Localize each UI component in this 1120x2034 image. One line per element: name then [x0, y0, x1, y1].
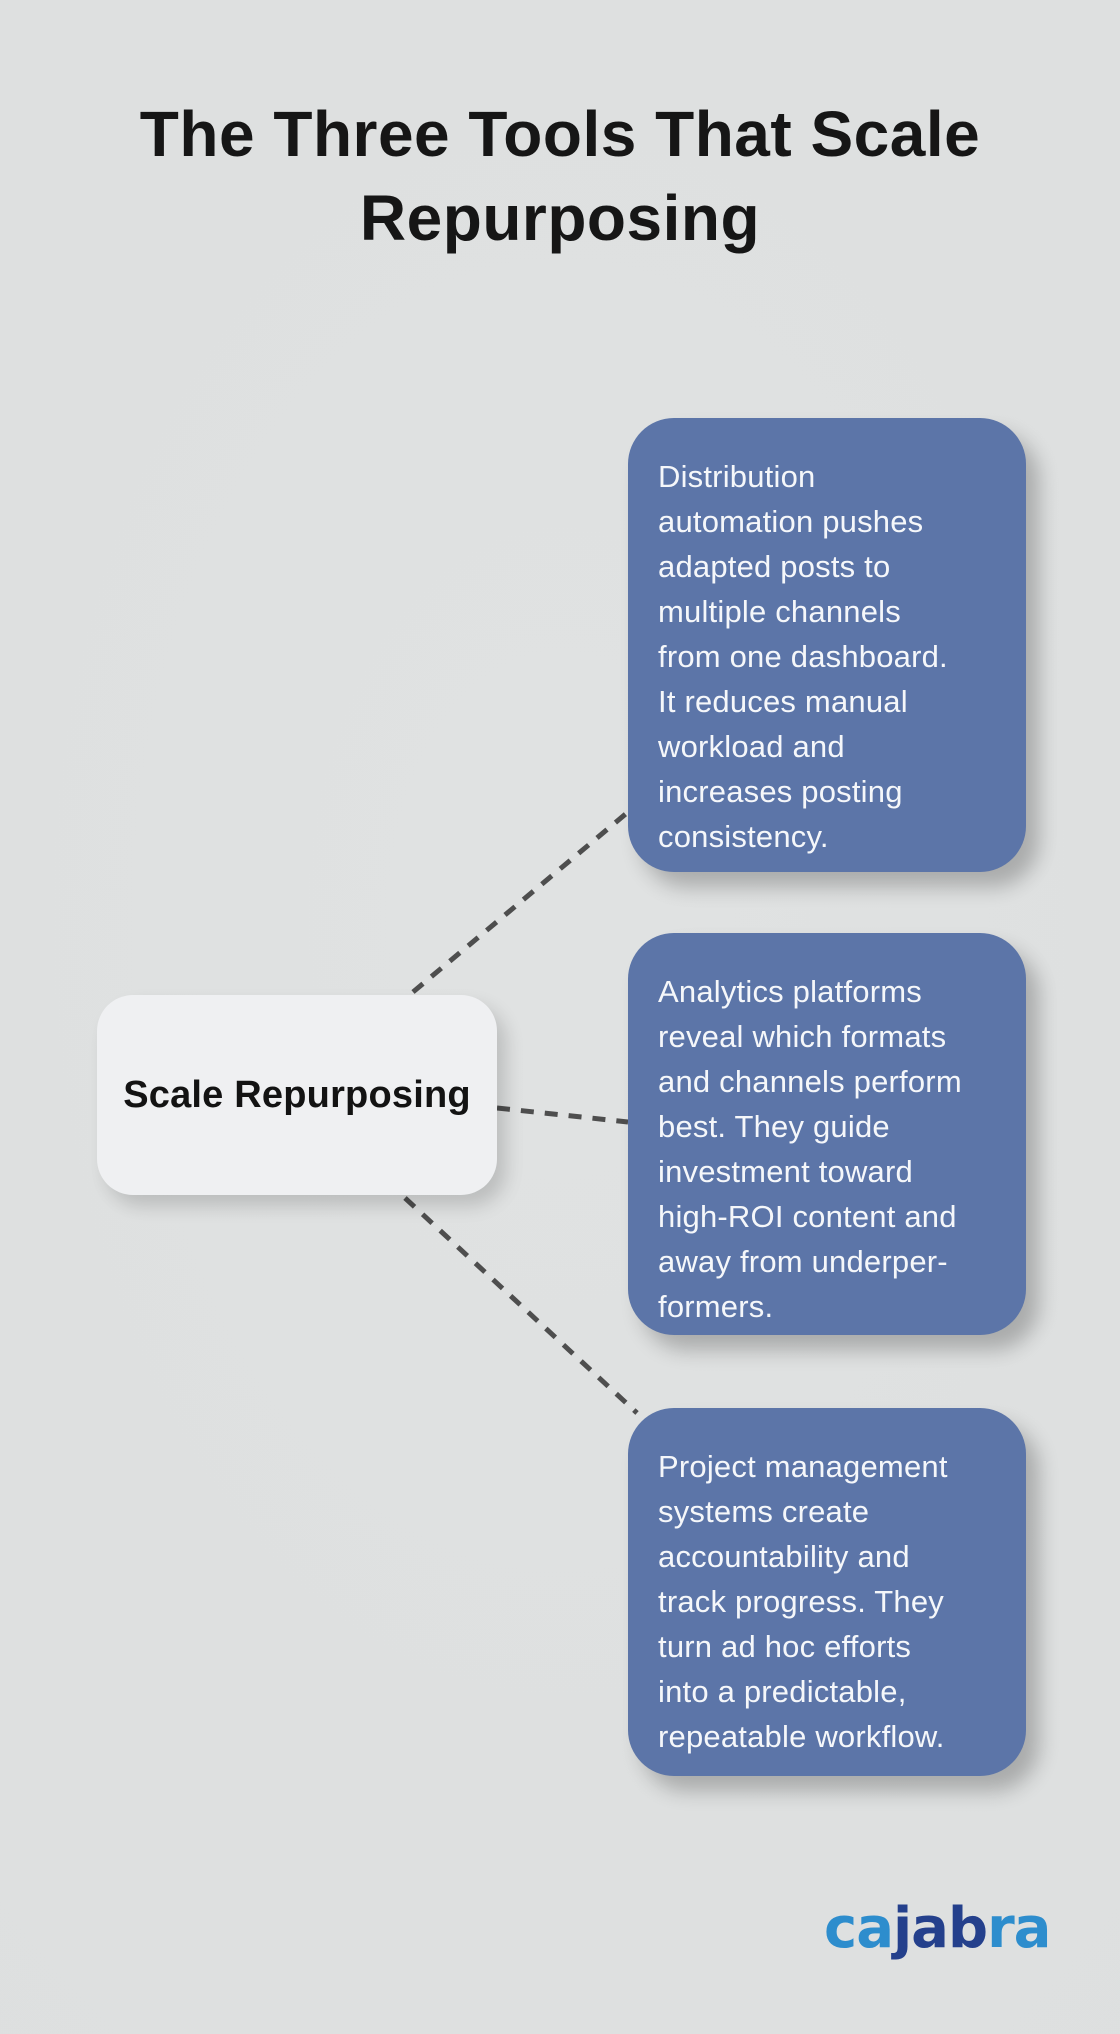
central-node: Scale Repurposing: [97, 995, 497, 1195]
connector-line-top: [411, 810, 630, 994]
logo-segment-ca: ca: [824, 1896, 894, 1961]
tool-box-project-management: Project management systems create accoun…: [628, 1408, 1026, 1776]
logo-segment-jab: jab: [892, 1896, 988, 1961]
tool-box-text: Distribution automation pushes adapted p…: [658, 459, 948, 854]
tool-box-text: Project management systems create accoun…: [658, 1449, 948, 1754]
central-node-label: Scale Repurposing: [123, 1073, 471, 1116]
tool-box-text: Analytics platforms reveal which formats…: [658, 974, 962, 1324]
connector-line-bottom: [403, 1196, 639, 1415]
tool-box-distribution-automation: Distribution automation pushes adapted p…: [628, 418, 1026, 872]
logo-segment-ra: ra: [987, 1896, 1051, 1961]
cajabra-logo: cajabra: [824, 1896, 1051, 1961]
connector-line-middle: [496, 1105, 629, 1125]
tool-box-analytics-platforms: Analytics platforms reveal which formats…: [628, 933, 1026, 1335]
page-title: The Three Tools That Scale Repurposing: [139, 98, 981, 254]
